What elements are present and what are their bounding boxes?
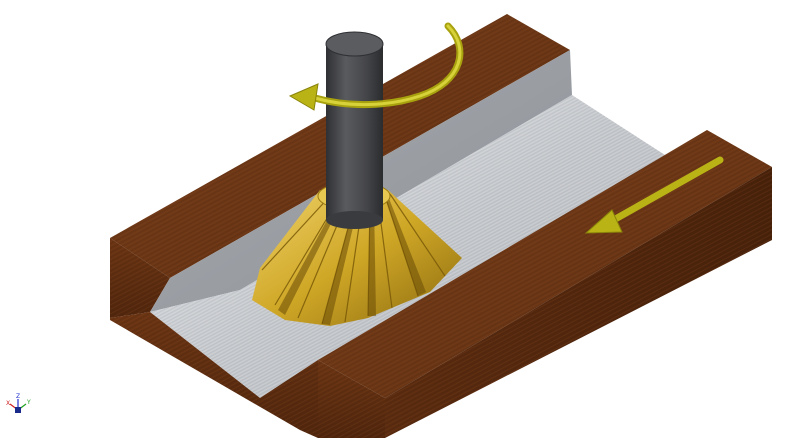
triad-z-label: Z [16,393,20,400]
tool-shank [325,31,384,229]
coordinate-triad: X Y Z [6,393,31,413]
triad-y-label: Y [26,399,31,406]
dovetail-cutter [252,181,462,326]
workpiece-front-face [110,312,318,438]
feed-direction-arrow [584,156,724,234]
triad-x-label: X [6,400,10,407]
rotation-arrow [288,22,464,111]
triad-origin [15,407,21,413]
